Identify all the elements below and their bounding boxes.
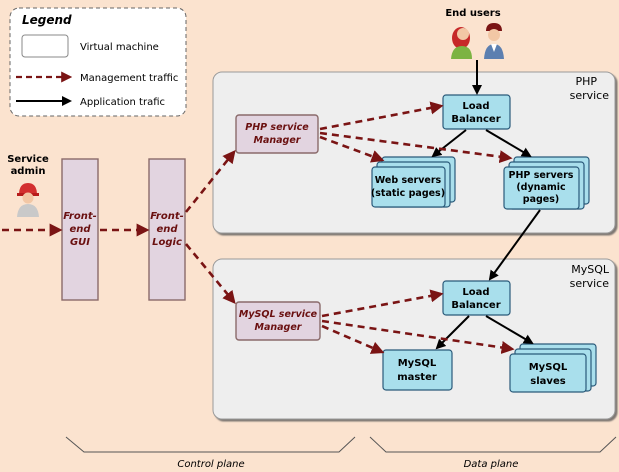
php-servers-text-1: PHP servers bbox=[509, 170, 574, 181]
php-servers-text-2: (dynamic bbox=[516, 182, 565, 193]
mysql-load-balancer-text-2: Balancer bbox=[451, 300, 500, 311]
frontend-gui-node: Front- end GUI bbox=[61, 158, 99, 301]
mysql-master-text-1: MySQL bbox=[398, 358, 437, 369]
mysql-slaves-text-2: slaves bbox=[530, 376, 565, 387]
legend-vm-label: Virtual machine bbox=[80, 42, 159, 53]
frontend-gui-text-1: Front- bbox=[63, 211, 97, 222]
legend: Legend Virtual machine Management traffi… bbox=[9, 7, 187, 117]
management-traffic-arrows bbox=[2, 101, 515, 354]
php-service-manager-text-2: Manager bbox=[254, 135, 302, 146]
control-plane-label: Control plane bbox=[177, 459, 244, 470]
mysql-service-manager-text-2: Manager bbox=[255, 322, 303, 333]
arrow-php-manager-to-lb bbox=[319, 101, 444, 131]
legend-title: Legend bbox=[22, 13, 72, 27]
php-servers-node: PHP servers (dynamic pages) bbox=[503, 156, 590, 210]
application-traffic-arrows bbox=[431, 60, 541, 350]
arrow-mysql-lb-to-master bbox=[435, 315, 470, 350]
legend-vm-swatch bbox=[21, 34, 69, 58]
service-admin-icon bbox=[17, 183, 39, 217]
arrow-mysql-manager-to-lb bbox=[321, 289, 444, 318]
mysql-master-box bbox=[382, 349, 453, 391]
mysql-load-balancer-node: Load Balancer bbox=[442, 280, 511, 316]
php-service-manager-node: PHP service Manager bbox=[235, 114, 319, 154]
php-service-label-line2: service bbox=[570, 89, 610, 102]
mysql-service-manager-node: MySQL service Manager bbox=[235, 301, 321, 341]
frontend-logic-text-2: end bbox=[156, 224, 178, 235]
control-plane-brace bbox=[65, 436, 356, 453]
legend-application-label: Application trafic bbox=[80, 97, 165, 108]
arrow-logic-to-php-manager bbox=[184, 149, 236, 213]
arrow-php-servers-to-mysql-lb bbox=[488, 209, 541, 281]
arrow-php-lb-to-web-servers bbox=[431, 129, 467, 158]
arrow-mysql-manager-to-master bbox=[321, 324, 385, 354]
frontend-gui-box bbox=[61, 158, 99, 301]
php-load-balancer-text-2: Balancer bbox=[451, 114, 500, 125]
end-user-male-icon bbox=[484, 23, 504, 59]
mysql-service-manager-box bbox=[235, 301, 321, 341]
php-service-manager-box bbox=[235, 114, 319, 154]
mysql-master-text-2: master bbox=[397, 372, 437, 383]
php-load-balancer-node: Load Balancer bbox=[442, 94, 511, 130]
frontend-logic-node: Front- end Logic bbox=[148, 158, 186, 301]
web-servers-node: Web servers (static pages) bbox=[371, 156, 456, 208]
web-servers-text-1: Web servers bbox=[375, 175, 442, 186]
php-service-manager-text-1: PHP service bbox=[245, 122, 309, 133]
mysql-master-node: MySQL master bbox=[382, 349, 453, 391]
frontend-gui-text-3: GUI bbox=[70, 237, 90, 248]
php-servers-text-3: pages) bbox=[523, 194, 559, 205]
mysql-load-balancer-text-1: Load bbox=[462, 287, 489, 298]
arrow-php-manager-to-php-servers bbox=[319, 131, 513, 164]
arrow-mysql-lb-to-slaves bbox=[485, 315, 534, 345]
end-users-label: End users bbox=[445, 8, 500, 19]
arrow-mysql-manager-to-slaves bbox=[321, 319, 515, 354]
mysql-service-label-line2: service bbox=[570, 277, 610, 290]
mysql-slaves-text-1: MySQL bbox=[529, 362, 568, 373]
mysql-slaves-box bbox=[509, 353, 587, 393]
service-admin-label-line2: admin bbox=[11, 166, 46, 177]
frontend-logic-box bbox=[148, 158, 186, 301]
php-service-label-line1: PHP bbox=[575, 75, 597, 88]
data-plane-brace bbox=[369, 436, 617, 453]
service-admin-label-line1: Service bbox=[7, 154, 49, 165]
web-servers-text-2: (static pages) bbox=[371, 188, 445, 199]
legend-management-label: Management traffic bbox=[80, 73, 178, 84]
arrow-logic-to-mysql-manager bbox=[184, 243, 236, 305]
mysql-slaves-node: MySQL slaves bbox=[509, 343, 597, 393]
web-servers-box bbox=[371, 166, 446, 208]
arrow-php-lb-to-php-servers bbox=[485, 129, 532, 158]
data-plane-label: Data plane bbox=[464, 459, 519, 470]
mysql-service-manager-text-1: MySQL service bbox=[239, 309, 318, 320]
end-user-female-icon bbox=[451, 27, 472, 59]
php-load-balancer-text-1: Load bbox=[462, 101, 489, 112]
frontend-gui-text-2: end bbox=[69, 224, 91, 235]
frontend-logic-text-1: Front- bbox=[150, 211, 184, 222]
php-servers-box bbox=[503, 166, 580, 210]
frontend-logic-text-3: Logic bbox=[152, 237, 182, 248]
mysql-service-label-line1: MySQL bbox=[571, 263, 610, 276]
